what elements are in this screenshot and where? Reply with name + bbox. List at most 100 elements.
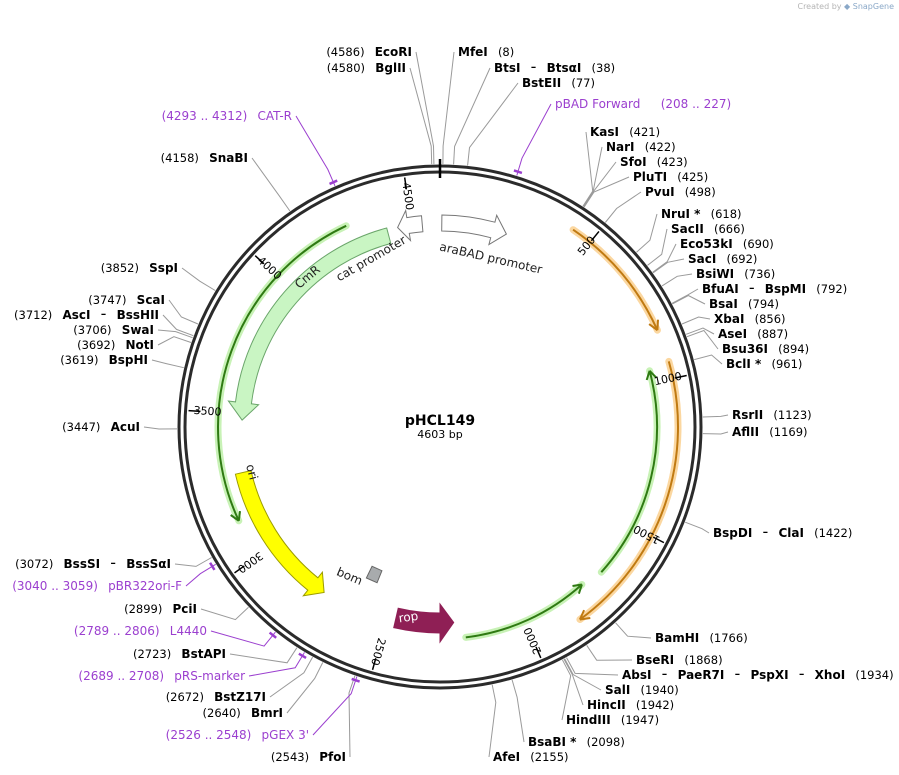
tick-label: 1000: [653, 370, 683, 388]
enzyme-label-part: [619, 121, 629, 140]
enzyme-label-part: NarI: [606, 140, 635, 154]
enzyme-label-part: [520, 746, 530, 765]
enzyme-label-part: [704, 218, 714, 237]
enzyme-leader-acui: [143, 426, 178, 430]
cat-promoter-arrow: [396, 208, 424, 242]
enzyme-leader-snabi: [251, 157, 291, 212]
primer-label-part: pBAD Forward: [555, 97, 640, 111]
enzyme-label-part: BtsI: [494, 61, 521, 75]
enzyme-label-part: (961): [771, 357, 802, 371]
enzyme-label-bsabi: BsaBI * (2098): [528, 731, 625, 750]
enzyme-label-part: XbaI: [714, 312, 744, 326]
enzyme-label-part: BspDI: [713, 526, 752, 540]
enzyme-label-mfei: MfeI (8): [458, 41, 514, 60]
enzyme-label-part: [365, 57, 375, 76]
enzyme-leader-nari: [582, 146, 603, 207]
plasmid-backbone: [177, 159, 703, 690]
enzyme-label-part: [100, 416, 110, 435]
primer-label-part: [640, 93, 660, 112]
primer-label-part: (2526 .. 2548): [166, 728, 252, 742]
enzyme-label-part: HincII: [587, 698, 626, 712]
enzyme-label-part: (4586): [326, 45, 364, 59]
tick-mark: [188, 409, 201, 413]
enzyme-label-part: PaeR7I: [678, 668, 725, 682]
enzyme-label-part: (498): [685, 185, 716, 199]
enzyme-label-part: BsaI: [709, 297, 738, 311]
enzyme-label-part: -: [90, 304, 116, 323]
enzyme-leader-swai: [157, 329, 193, 339]
primer-leader-pbad-forward: [516, 103, 552, 176]
enzyme-leader-asci: [162, 314, 194, 337]
enzyme-label-part: PciI: [173, 602, 198, 616]
enzyme-label-part: (8): [498, 45, 514, 59]
primer-label-part: L4440: [170, 624, 207, 638]
tick-mark: [234, 565, 245, 574]
primer-label-part: (2689 .. 2708): [78, 669, 164, 683]
feature-arrows: [214, 208, 682, 644]
enzyme-label-afei: AfeI (2155): [493, 746, 569, 765]
enzyme-label-part: (423): [657, 155, 688, 169]
enzyme-label-part: (894): [778, 342, 809, 356]
enzyme-label-bsphi: (3619) BspHI: [60, 349, 148, 368]
enzyme-label-part: -: [100, 553, 126, 572]
enzyme-leader-noti: [157, 336, 192, 346]
plasmid-name: pHCL149: [405, 413, 475, 429]
enzyme-leader-bsabi: [511, 679, 525, 743]
enzyme-leader-sacii: [647, 228, 668, 266]
enzyme-label-bsssi: (3072) BssSI - BssSαI: [15, 553, 171, 572]
enzyme-label-part: (77): [571, 76, 595, 90]
enzyme-leader-scai: [168, 299, 199, 325]
enzyme-label-part: [733, 233, 743, 252]
enzyme-label-part: [488, 41, 498, 60]
arabad-promoter-arrow: [441, 213, 508, 246]
enzyme-label-part: (422): [645, 140, 676, 154]
enzyme-label-part: (690): [743, 237, 774, 251]
tick-mark: [371, 658, 377, 671]
enzyme-label-part: PluTI: [633, 170, 667, 184]
enzyme-leader-nrui: [636, 213, 658, 253]
enzyme-label-absi: AbsI - PaeR7I - PspXI - XhoI (1934): [622, 664, 894, 683]
enzyme-label-part: (618): [711, 207, 742, 221]
enzyme-label-part: (3619): [60, 353, 98, 367]
enzyme-label-bseri: BseRI (1868): [636, 649, 723, 668]
primer-label-part: [164, 665, 174, 684]
enzyme-label-part: [845, 664, 855, 683]
enzyme-label-bglii: (4580) BglII: [327, 57, 406, 76]
enzyme-label-part: (887): [757, 327, 788, 341]
primer-leader-pgex-3: [312, 676, 358, 736]
tick-mark: [535, 646, 542, 659]
primer-label-pgex-3: (2526 .. 2548) pGEX 3': [166, 724, 309, 743]
enzyme-label-part: (2899): [124, 602, 162, 616]
enzyme-label-part: BfuAI: [702, 282, 739, 296]
enzyme-leader-asei: [685, 327, 715, 335]
enzyme-label-part: RsrII: [732, 408, 763, 422]
primer-label-part: pBR322ori-F: [108, 579, 182, 593]
enzyme-label-bstz17i: (2672) BstZ17I: [166, 686, 266, 705]
bom-box: [365, 565, 383, 584]
enzyme-label-part: [139, 257, 149, 276]
enzyme-label-pcli: (2899) PciI: [124, 598, 197, 617]
enzyme-label-part: [806, 278, 816, 297]
enzyme-label-xbai: XbaI (856): [714, 308, 786, 327]
enzyme-label-part: [241, 702, 251, 721]
enzyme-label-part: BstZ17I: [214, 690, 266, 704]
enzyme-label-nrui: NruI * (618): [661, 203, 742, 222]
enzyme-label-part: [611, 709, 621, 728]
enzyme-label-part: [675, 181, 685, 200]
enzyme-label-part: BseRI: [636, 653, 674, 667]
enzyme-label-part: [747, 323, 757, 342]
enzyme-label-part: AflII: [732, 425, 759, 439]
watermark-brand: SnapGene: [852, 2, 894, 11]
primer-mark-l4440: [268, 631, 277, 639]
enzyme-label-part: (3447): [62, 420, 100, 434]
enzyme-label-part: (1940): [641, 683, 679, 697]
enzyme-leader-bsai: [672, 294, 706, 305]
primer-label-prs-marker: (2689 .. 2708) pRS-marker: [78, 665, 245, 684]
enzyme-label-part: BstAPI: [181, 647, 226, 661]
enzyme-label-part: [635, 136, 645, 155]
enzyme-label-part: SfoI: [620, 155, 647, 169]
enzyme-label-part: BtsαI: [547, 61, 582, 75]
enzyme-label-part: [761, 353, 771, 372]
tick-label: 2000: [521, 625, 544, 656]
